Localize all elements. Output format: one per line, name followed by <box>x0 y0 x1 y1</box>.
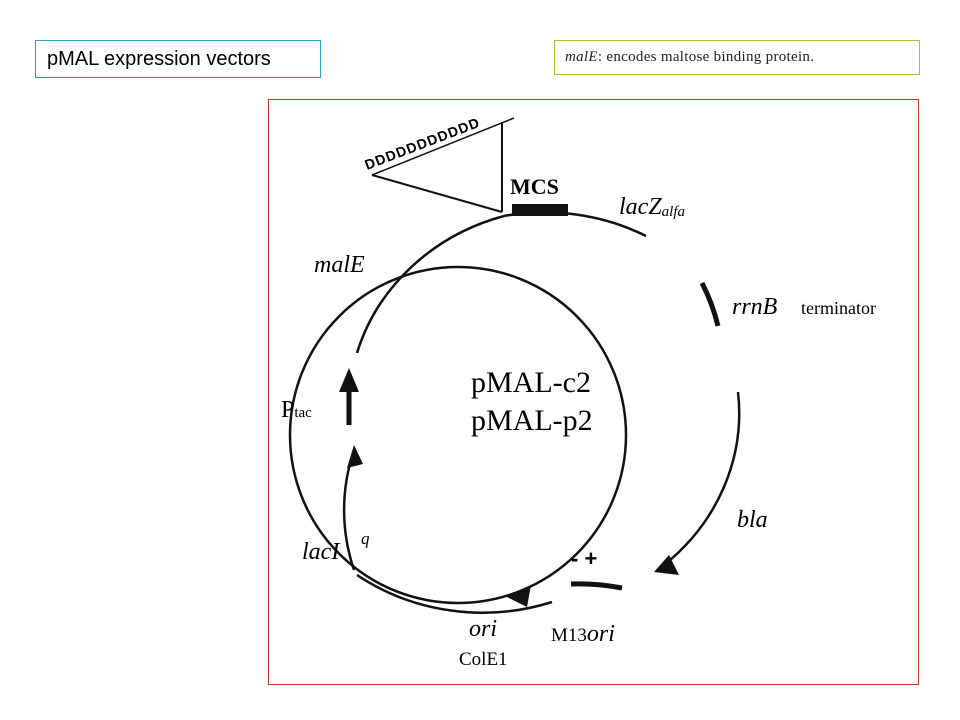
note-gene-name: malE <box>565 49 598 65</box>
insert-line-diagonal <box>371 174 503 213</box>
minus-plus-label: - + <box>571 546 597 571</box>
laci-arrowhead <box>347 445 363 468</box>
ori-label: ori <box>469 616 497 642</box>
terminator-label: terminator <box>801 298 876 318</box>
gene-note: malE : encodes maltose binding protein. <box>554 40 920 75</box>
lacz-label: lacZalfa <box>619 194 685 220</box>
mcs-label: MCS <box>510 174 559 199</box>
page-title-text: pMAL expression vectors <box>47 47 271 70</box>
laci-arc <box>342 449 356 571</box>
plasmid-inner-circle <box>288 265 628 605</box>
rrnb-label: rrnB <box>732 294 778 320</box>
plasmid-name-c2: pMAL-c2 <box>471 366 591 399</box>
plasmid-name-p2: pMAL-p2 <box>471 404 593 437</box>
laci-label: lacI <box>302 539 340 565</box>
bla-arc <box>663 391 741 566</box>
ori-arrowhead <box>507 585 531 607</box>
male-label: malE <box>314 252 365 278</box>
bla-label: bla <box>737 507 768 533</box>
ori-arc <box>356 573 553 614</box>
cole1-label: ColE1 <box>459 649 508 670</box>
m13-ori-arc <box>570 581 623 591</box>
note-text: : encodes maltose binding protein. <box>597 49 815 65</box>
page-title: pMAL expression vectors <box>35 40 321 78</box>
ptac-arrowhead <box>339 368 359 392</box>
plasmid-map-frame: DDDDDDDDDDD MCS lacZalfa rrnB terminator… <box>268 99 919 685</box>
laci-superscript: q <box>361 529 370 548</box>
plasmid-map: DDDDDDDDDDD MCS lacZalfa rrnB terminator… <box>281 114 876 670</box>
m13-ori-label: M13ori <box>551 621 615 647</box>
male-arc <box>355 214 505 354</box>
mcs-block <box>512 204 568 216</box>
insert-baseline <box>371 117 515 176</box>
ptac-label: Ptac <box>281 397 312 423</box>
rrnb-arc <box>699 281 721 327</box>
insert-sequence: DDDDDDDDDDD <box>362 114 482 173</box>
bla-arrowhead <box>654 555 679 575</box>
